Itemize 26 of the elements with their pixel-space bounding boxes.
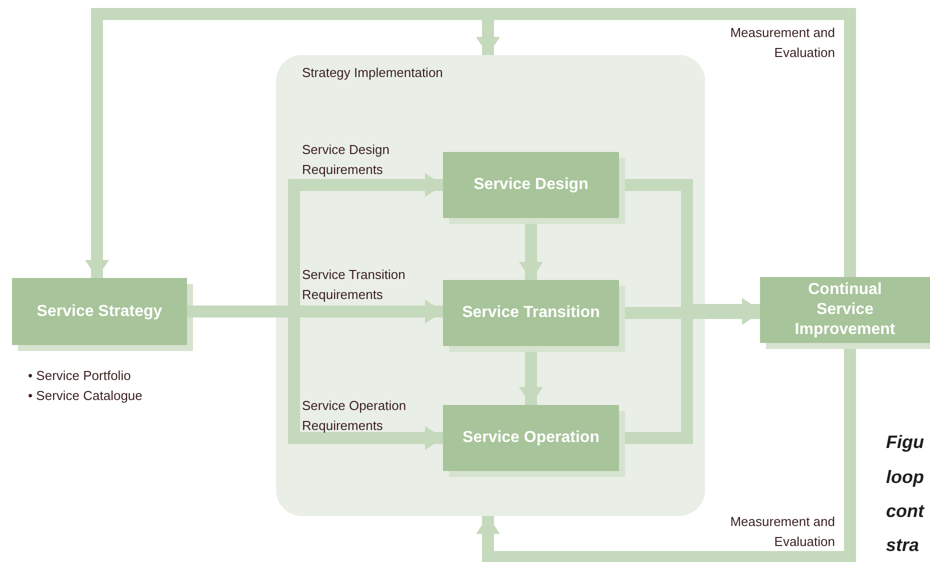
arrow [519,352,543,405]
edge-label: Measurement and Evaluation [729,24,835,62]
edge-label: Service Operation Requirements [302,397,408,435]
edge-label: Measurement and Evaluation [729,513,835,551]
process-box [760,277,930,343]
group-panel [276,55,705,516]
caption-fragment: Figu [886,432,924,453]
process-box [443,152,619,218]
box-label: Service Design [474,175,588,195]
bullet-item: • Service Portfolio [28,367,132,385]
box-label: Service Strategy [36,302,162,322]
caption-fragment: cont [886,501,924,522]
arrow [519,224,543,280]
box-label: Service Operation [462,428,600,448]
edge-label: Service Design Requirements [302,141,390,179]
box-label: Service Transition [462,303,600,323]
caption-fragment: stra [886,535,920,556]
process-box [443,280,619,346]
caption-fragment: loop [886,467,924,488]
edge-label: Service Transition Requirements [302,266,406,304]
process-box [12,278,187,345]
process-box [443,405,619,471]
arrow [476,349,856,562]
box-label: Continual Service Improvement [794,280,896,340]
bullet-item: • Service Catalogue [28,387,142,405]
group-title: Strategy Implementation [302,65,443,80]
